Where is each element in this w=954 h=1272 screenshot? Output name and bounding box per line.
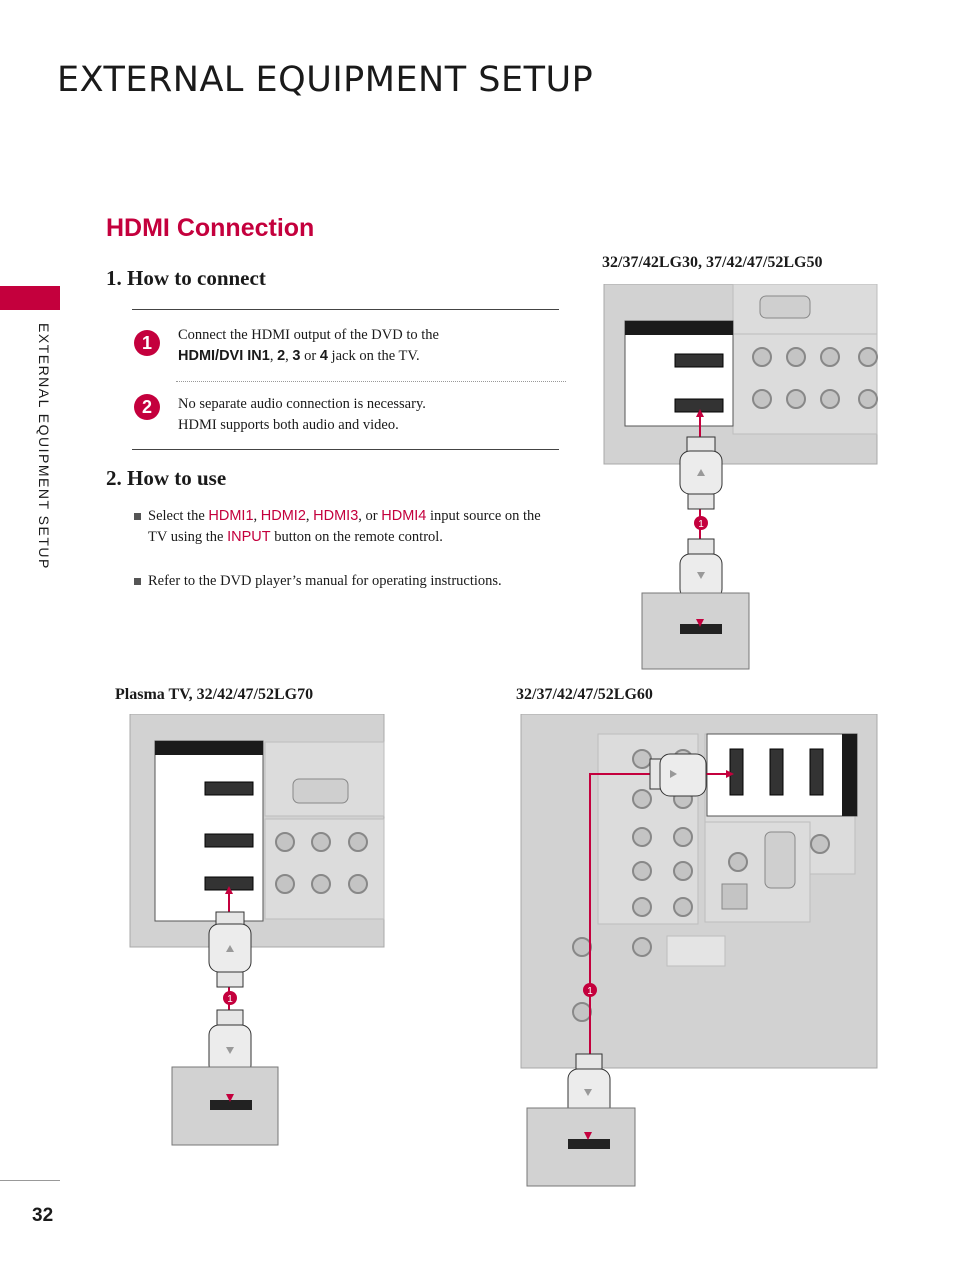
diagram-plasma-lg70: 1: [129, 714, 385, 1146]
hdmi1-label: HDMI1: [208, 508, 254, 524]
cable-marker: 1: [227, 994, 233, 1005]
diagram-title-lg30-lg50: 32/37/42LG30, 37/42/47/52LG50: [602, 254, 823, 271]
side-section-label: EXTERNAL EQUIPMENT SETUP: [36, 323, 52, 570]
port-2: 2: [277, 348, 286, 364]
hdmi3-label: HDMI3: [313, 508, 359, 524]
sep: ,: [305, 508, 314, 524]
step-1-line: Connect the HDMI output of the DVD to th…: [178, 327, 439, 343]
how-to-connect-heading: 1. How to connect: [106, 266, 266, 290]
cable-marker: 1: [698, 519, 704, 530]
divider-dotted: [176, 381, 566, 382]
sep: or: [300, 348, 320, 364]
hdmi-port-label: HDMI/DVI IN1: [178, 348, 270, 364]
page-title: EXTERNAL EQUIPMENT SETUP: [57, 60, 594, 100]
bullet-refer-manual: Refer to the DVD player’s manual for ope…: [134, 571, 554, 592]
text: Select the: [148, 508, 209, 524]
step-2-line-2: HDMI supports both audio and video.: [178, 417, 399, 433]
sep: ,: [269, 348, 278, 364]
divider-top: [132, 309, 559, 310]
input-button-label: INPUT: [227, 529, 271, 545]
bullet-square-icon: [134, 513, 141, 520]
cable-marker: 1: [587, 986, 593, 997]
diagram-title-plasma-lg70: Plasma TV, 32/42/47/52LG70: [115, 686, 314, 703]
how-to-use-heading: 2. How to use: [106, 466, 227, 490]
port-4: 4: [319, 348, 328, 364]
bullet-square-icon: [134, 578, 141, 585]
page-number-rule: [0, 1180, 60, 1181]
page-number: 32: [32, 1205, 54, 1226]
sep: ,: [285, 348, 293, 364]
port-3: 3: [292, 348, 301, 364]
side-tab-marker: [0, 286, 60, 310]
text: input source on the TV using the: [148, 508, 541, 545]
hdmi4-label: HDMI4: [381, 508, 427, 524]
step-1-text: Connect the HDMI output of the DVD to th…: [178, 325, 558, 367]
bullet-select-input: Select the HDMI1, HDMI2, HDMI3, or HDMI4…: [134, 506, 554, 548]
sep: , or: [358, 508, 382, 524]
step-1-end: jack on the TV.: [327, 348, 420, 364]
step-2-badge: 2: [134, 394, 160, 420]
divider-bottom: [132, 449, 559, 450]
step-1-badge: 1: [134, 330, 160, 356]
diagram-lg60: 1: [520, 714, 878, 1187]
text: Refer to the DVD player’s manual for ope…: [148, 573, 502, 589]
diagram-lg30-lg50: 1: [603, 284, 878, 670]
sep: ,: [253, 508, 261, 524]
hdmi2-label: HDMI2: [260, 508, 306, 524]
section-heading: HDMI Connection: [106, 214, 315, 242]
step-2-line-1: No separate audio connection is necessar…: [178, 396, 426, 412]
diagram-title-lg60: 32/37/42/47/52LG60: [516, 686, 653, 703]
step-2-text: No separate audio connection is necessar…: [178, 394, 558, 436]
text: button on the remote control.: [270, 529, 443, 545]
